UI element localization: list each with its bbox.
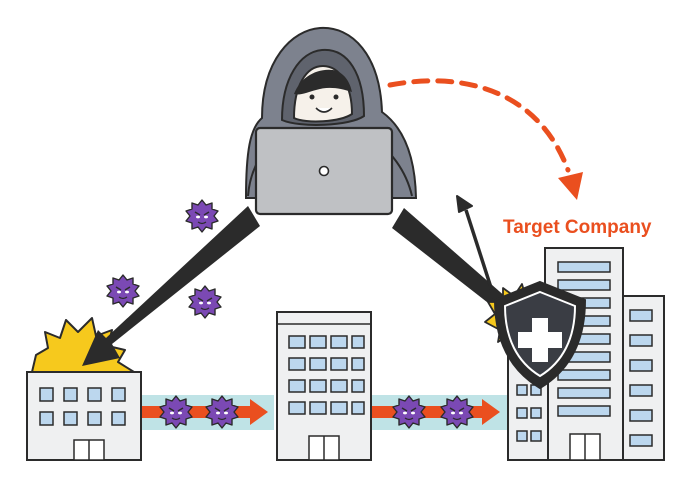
attack-arrow-right	[392, 208, 523, 320]
virus-icon	[185, 199, 219, 233]
laptop-icon	[254, 126, 394, 216]
flow-arrow-left	[140, 399, 268, 425]
building-icon	[26, 371, 142, 461]
deflected-arrow-head	[456, 195, 473, 213]
deflected-arrow	[464, 209, 497, 301]
building-icon	[276, 311, 372, 461]
targeting-arrow-head	[558, 172, 583, 200]
targeting-arrow	[387, 78, 571, 173]
flow-arrow-right	[372, 399, 500, 425]
building-icon	[617, 295, 665, 461]
virus-icon	[188, 285, 222, 319]
virus-icon	[106, 274, 140, 308]
target-company-label: Target Company	[503, 217, 652, 238]
shield-icon	[493, 280, 587, 390]
attack-arrow-left	[82, 206, 260, 366]
